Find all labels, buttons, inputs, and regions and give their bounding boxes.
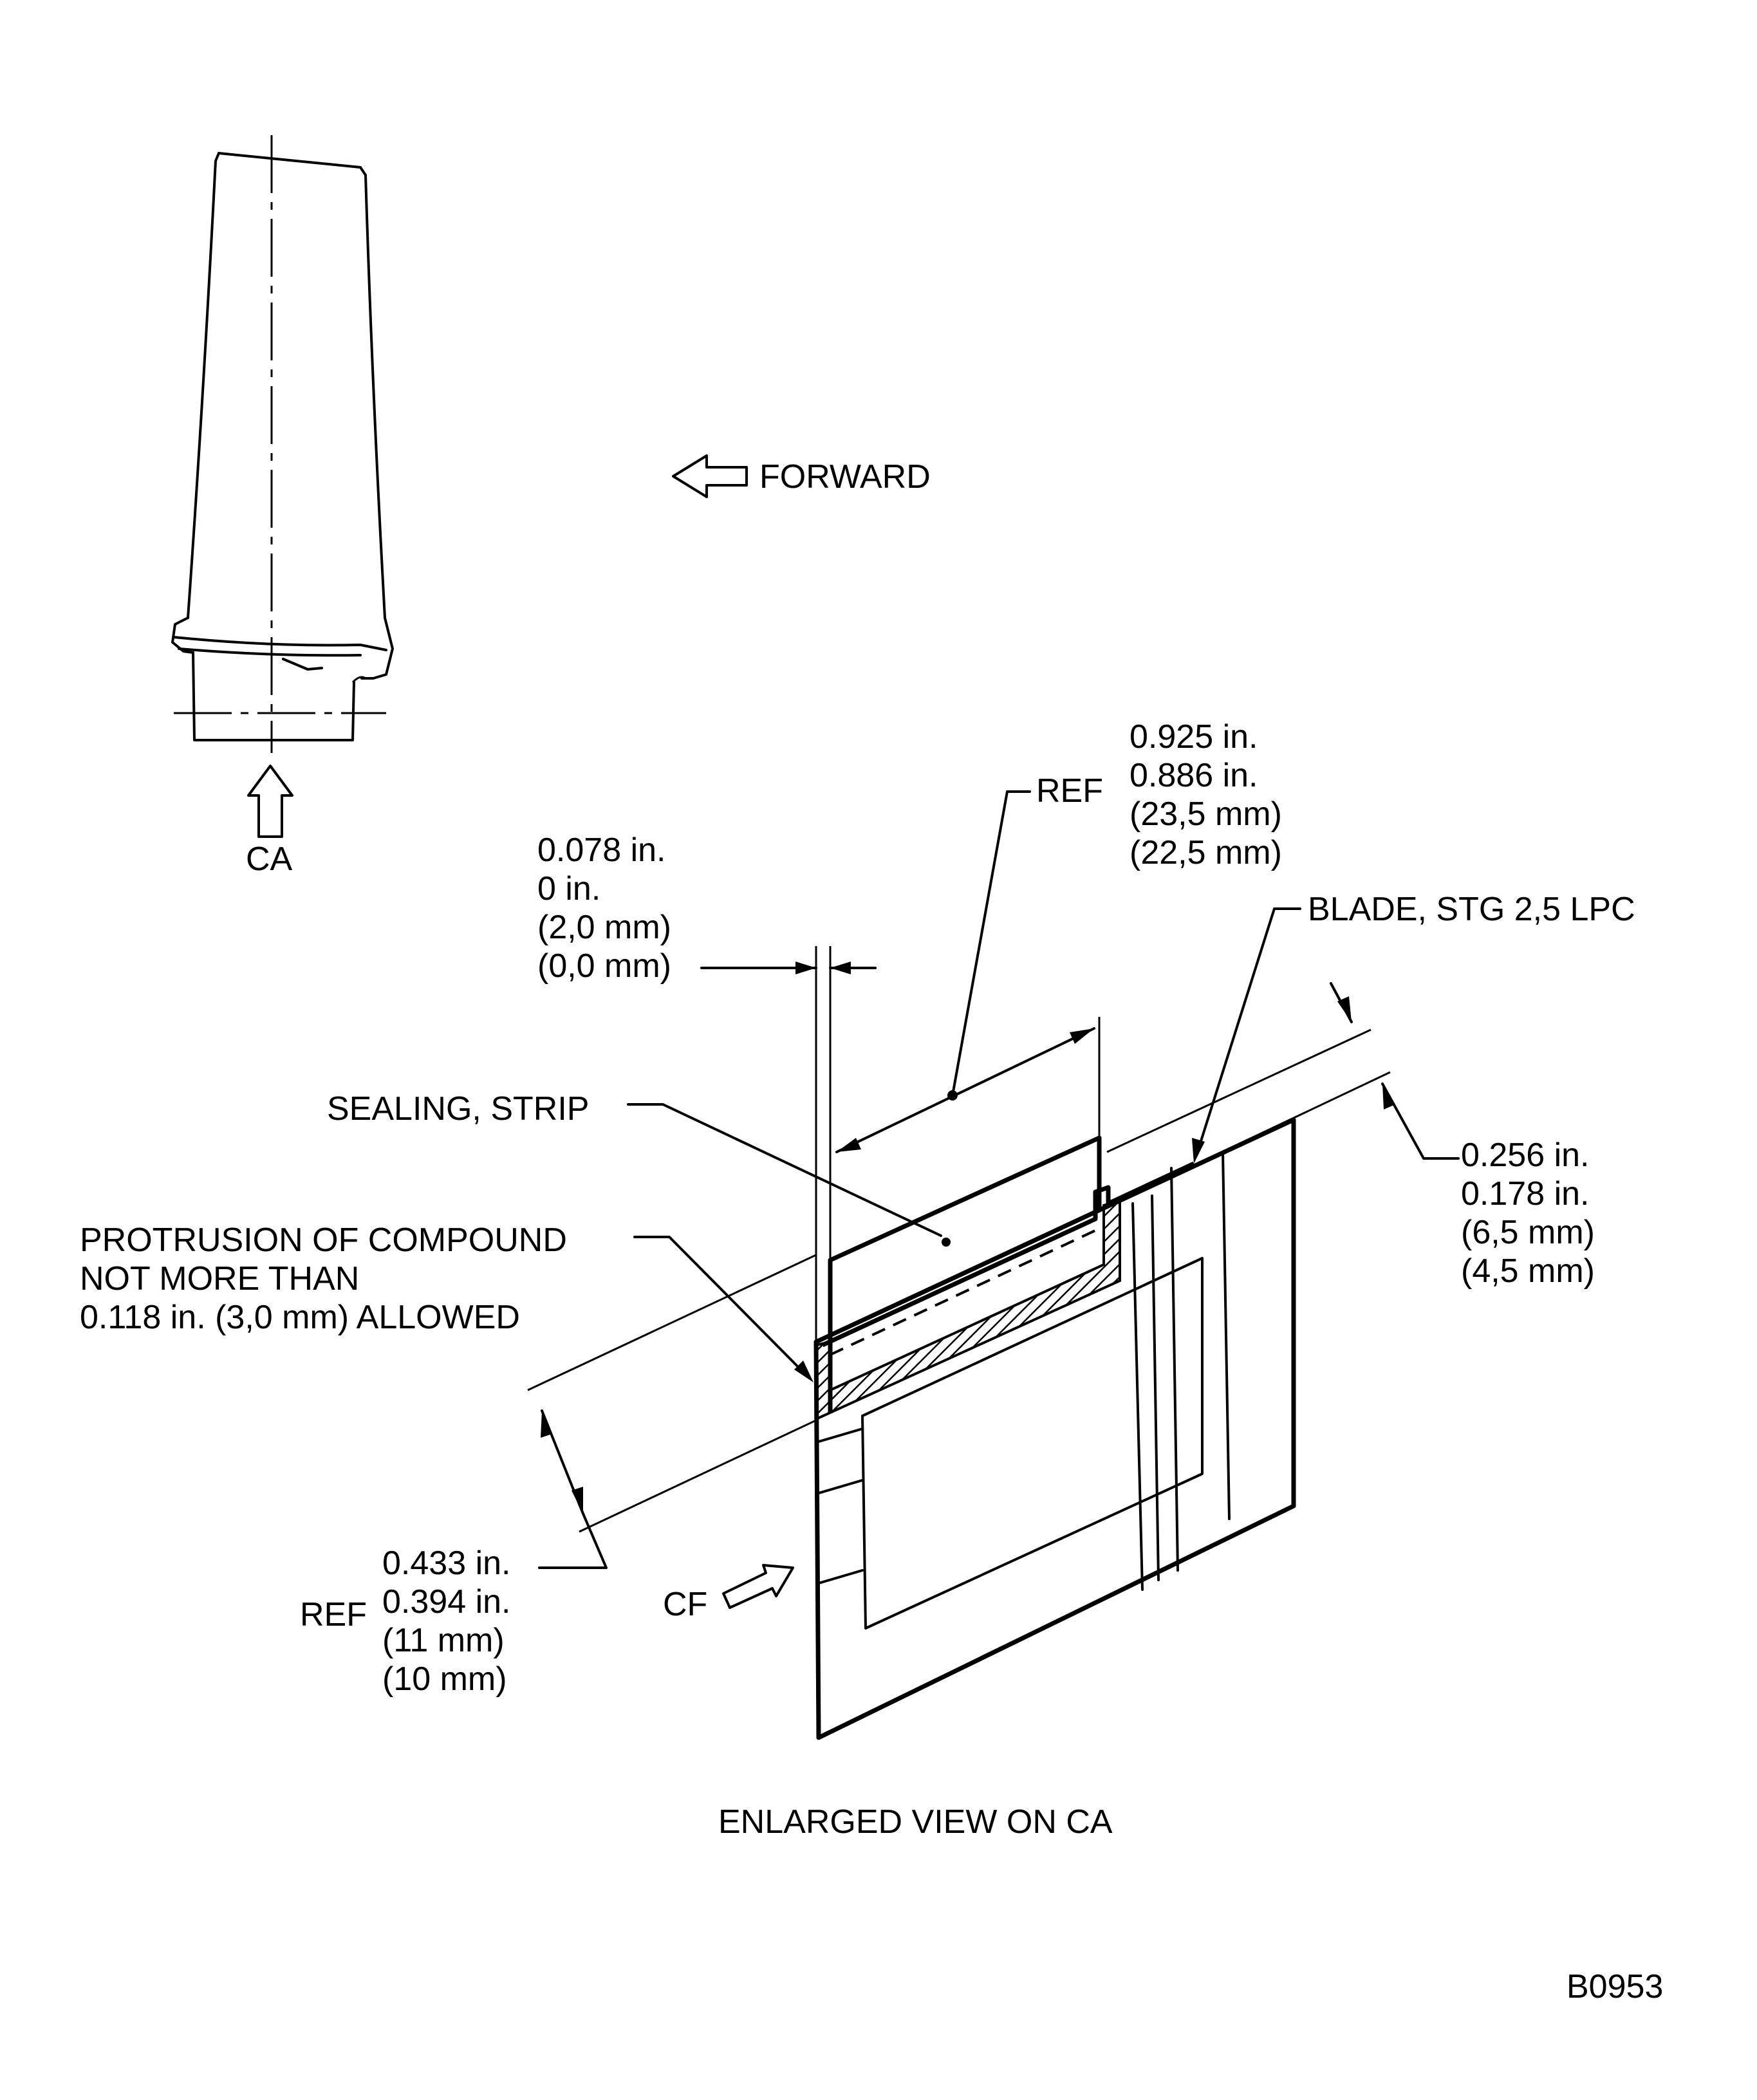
compound-hatch — [815, 1198, 1121, 1422]
dim-strip-length-line-1: 0.925 in. — [1130, 718, 1258, 756]
view-arrow-cf: CF — [663, 1564, 794, 1623]
callout-sealing-strip: SEALING, STRIP — [327, 1090, 942, 1237]
dimension-extension-lines — [527, 946, 1391, 1533]
dim-strip-height-line-2: 0.178 in. — [1461, 1175, 1590, 1213]
callout-blade: BLADE, STG 2,5 LPC — [1192, 891, 1635, 1164]
dim-platform-height-line-1: 0.433 in. — [382, 1545, 511, 1582]
figure-id: B0953 — [1566, 1968, 1663, 2005]
blade-side-view — [171, 135, 394, 753]
protrusion-line-3: 0.118 in. (3,0 mm) ALLOWED — [80, 1299, 520, 1336]
view-arrow-ca: CA — [246, 765, 293, 878]
dimension-platform-height: REF 0.433 in. 0.394 in. (11 mm) (10 mm) — [300, 1409, 608, 1698]
dim-gap-line-4: (0,0 mm) — [537, 947, 671, 985]
dim-gap-line-3: (2,0 mm) — [537, 909, 671, 946]
dimension-strip-height: 0.256 in. 0.178 in. (6,5 mm) (4,5 mm) — [1330, 982, 1595, 1290]
dim-platform-height-ref: REF — [300, 1596, 367, 1633]
dim-strip-height-line-4: (4,5 mm) — [1461, 1252, 1595, 1290]
dim-gap-line-1: 0.078 in. — [537, 832, 666, 869]
dim-strip-length-line-4: (22,5 mm) — [1130, 834, 1282, 871]
view-label-ca: CA — [246, 841, 293, 878]
protrusion-line-1: PROTRUSION OF COMPOUND — [80, 1222, 567, 1259]
blade-label: BLADE, STG 2,5 LPC — [1308, 891, 1635, 928]
forward-label: FORWARD — [759, 458, 931, 496]
dim-gap-line-2: 0 in. — [537, 870, 600, 907]
sealing-strip-label: SEALING, STRIP — [327, 1090, 589, 1128]
dim-strip-length-line-3: (23,5 mm) — [1130, 795, 1282, 833]
dimension-strip-length: REF 0.925 in. 0.886 in. (23,5 mm) (22,5 … — [835, 718, 1282, 1153]
dimension-gap: 0.078 in. 0 in. (2,0 mm) (0,0 mm) — [537, 832, 877, 985]
view-label-cf: CF — [663, 1586, 707, 1623]
dim-strip-height-line-1: 0.256 in. — [1461, 1137, 1590, 1174]
enlarged-view — [813, 1117, 1296, 1740]
protrusion-line-2: NOT MORE THAN — [80, 1260, 359, 1297]
callout-protrusion: PROTRUSION OF COMPOUND NOT MORE THAN 0.1… — [80, 1222, 813, 1382]
forward-indicator: FORWARD — [672, 454, 931, 498]
dim-platform-height-line-2: 0.394 in. — [382, 1583, 511, 1621]
dim-platform-height-line-3: (11 mm) — [382, 1622, 505, 1659]
dim-strip-length-ref: REF — [1036, 772, 1103, 810]
dim-strip-length-line-2: 0.886 in. — [1130, 757, 1258, 794]
dim-strip-height-line-3: (6,5 mm) — [1461, 1214, 1595, 1251]
enlarged-view-caption: ENLARGED VIEW ON CA — [718, 1803, 1113, 1841]
dim-platform-height-line-4: (10 mm) — [382, 1660, 507, 1698]
